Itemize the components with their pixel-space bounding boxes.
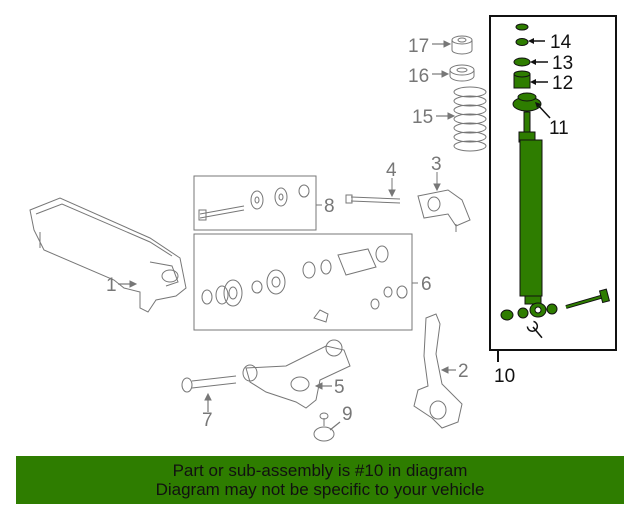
callout-16: 16 [408, 66, 429, 87]
callout-10: 10 [494, 366, 515, 387]
shock-absorber-body[interactable] [519, 139, 543, 297]
part-8-frame [193, 175, 317, 231]
part-10-frame [489, 15, 617, 351]
part-14-washer[interactable] [515, 38, 529, 46]
spring-group[interactable] [432, 35, 487, 152]
part-14-cap[interactable] [515, 23, 529, 31]
callout-17: 17 [408, 36, 429, 57]
part-7-bolt[interactable] [181, 375, 237, 412]
callout-1: 1 [106, 275, 117, 296]
callout-9: 9 [342, 404, 353, 425]
part-6-group[interactable] [193, 233, 418, 331]
coil-spring [453, 86, 487, 152]
part-2-knuckle[interactable] [413, 313, 463, 429]
callout-3: 3 [431, 154, 442, 175]
part-8-group[interactable] [193, 175, 322, 231]
part-6-frame [193, 233, 413, 331]
part-4-bolt[interactable] [345, 178, 401, 204]
callout-4: 4 [386, 160, 397, 181]
callout-2: 2 [458, 361, 469, 382]
info-banner: Part or sub-assembly is #10 in diagram D… [16, 456, 624, 504]
callout-8: 8 [324, 196, 335, 217]
part-9-ball-joint[interactable] [313, 412, 341, 442]
part-1-subframe[interactable] [29, 197, 187, 313]
banner-line-2: Diagram may not be specific to your vehi… [155, 480, 485, 499]
callout-12: 12 [552, 73, 573, 94]
part-3-bracket[interactable] [417, 172, 471, 232]
banner-line-1: Part or sub-assembly is #10 in diagram [172, 461, 468, 480]
suspension-diagram: 14 13 12 11 10 17 16 15 [29, 15, 617, 442]
callout-11: 11 [549, 118, 569, 139]
callout-13: 13 [552, 53, 573, 74]
callout-15: 15 [412, 107, 433, 128]
wrench-icon [526, 320, 543, 339]
part-5-control-arm[interactable] [242, 339, 351, 409]
callout-7: 7 [202, 410, 213, 431]
callout-5: 5 [334, 377, 345, 398]
part-10-group[interactable]: 14 13 12 11 10 [489, 15, 617, 387]
part-13-washer[interactable] [513, 57, 531, 67]
callout-14: 14 [550, 32, 572, 53]
callout-6: 6 [421, 274, 432, 295]
